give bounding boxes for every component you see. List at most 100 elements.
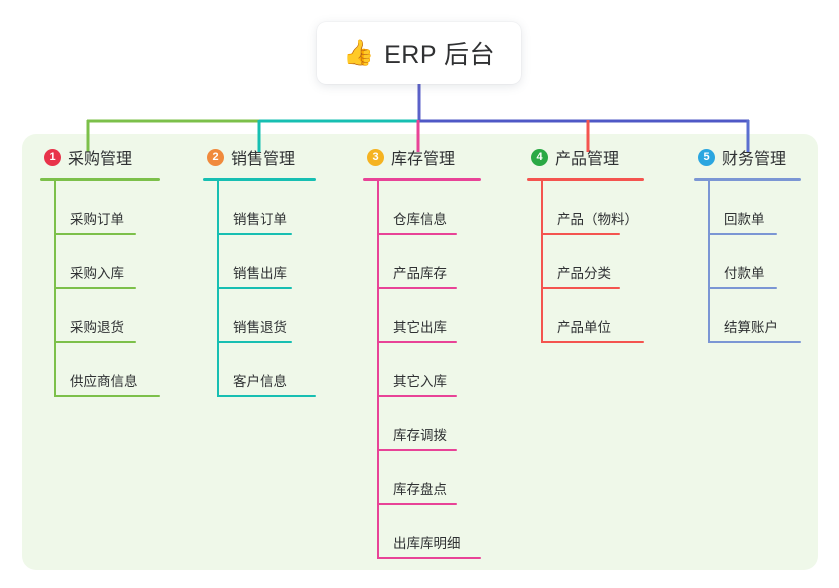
module-item[interactable]: 采购退货	[40, 289, 160, 343]
column-underline-4	[527, 178, 644, 181]
module-item[interactable]: 销售退货	[203, 289, 316, 343]
module-item[interactable]: 采购入库	[40, 235, 160, 289]
column-underline-5	[694, 178, 801, 181]
module-item[interactable]: 产品库存	[363, 235, 481, 289]
module-item-underline	[377, 557, 481, 559]
module-item-label: 仓库信息	[393, 212, 447, 228]
thumbs-up-icon: 👍	[342, 38, 375, 67]
module-item[interactable]: 其它出库	[363, 289, 481, 343]
column-stem-5	[708, 181, 710, 343]
module-item-underline	[541, 341, 644, 343]
modules-panel	[22, 134, 818, 570]
column-items-1: 采购订单采购入库采购退货供应商信息	[40, 181, 160, 397]
column-underline-1	[40, 178, 160, 181]
module-item-label: 采购订单	[70, 212, 124, 228]
column-underline-3	[363, 178, 481, 181]
module-item-label: 其它出库	[393, 320, 447, 336]
module-item-underline	[708, 233, 777, 235]
module-item-label: 结算账户	[724, 320, 778, 336]
root-node[interactable]: 👍 ERP 后台	[317, 22, 521, 84]
module-item-label: 产品库存	[393, 266, 447, 282]
module-item-label: 采购退货	[70, 320, 124, 336]
module-item-label: 付款单	[724, 266, 765, 282]
module-item-underline	[54, 395, 160, 397]
module-item[interactable]: 产品（物料）	[527, 181, 644, 235]
module-column-4: 4 产品管理产品（物料） 产品分类产品单位	[527, 144, 644, 343]
module-item-underline	[708, 341, 801, 343]
module-item[interactable]: 出库库明细	[363, 505, 481, 559]
module-item[interactable]: 产品分类	[527, 235, 644, 289]
module-item[interactable]: 客户信息	[203, 343, 316, 397]
module-item[interactable]: 供应商信息	[40, 343, 160, 397]
column-header-5[interactable]: 5 财务管理	[694, 144, 801, 170]
module-item-underline	[377, 341, 457, 343]
module-item-underline	[217, 395, 316, 397]
module-item[interactable]: 销售订单	[203, 181, 316, 235]
module-item[interactable]: 库存调拨	[363, 397, 481, 451]
module-item-label: 库存调拨	[393, 428, 447, 444]
column-badge-4: 4	[531, 148, 548, 166]
module-item-label: 产品（物料）	[557, 212, 638, 228]
module-item-label: 产品单位	[557, 320, 611, 336]
module-item-underline	[541, 233, 620, 235]
module-item-label: 供应商信息	[70, 374, 138, 390]
module-item[interactable]: 采购订单	[40, 181, 160, 235]
module-item-label: 库存盘点	[393, 482, 447, 498]
module-column-2: 2 销售管理销售订单销售出库销售退货客户信息	[203, 144, 316, 397]
module-item[interactable]: 付款单	[694, 235, 801, 289]
module-item-underline	[377, 503, 457, 505]
column-underline-2	[203, 178, 316, 181]
column-title-5: 财务管理	[722, 151, 787, 168]
module-item-label: 回款单	[724, 212, 765, 228]
module-item[interactable]: 销售出库	[203, 235, 316, 289]
module-item-underline	[377, 233, 457, 235]
column-title-3: 库存管理	[391, 151, 456, 168]
column-items-4: 产品（物料） 产品分类产品单位	[527, 181, 644, 343]
column-stem-1	[54, 181, 56, 397]
module-item-label: 销售订单	[233, 212, 287, 228]
column-stem-4	[541, 181, 543, 343]
module-item-underline	[377, 449, 457, 451]
column-title-2: 销售管理	[231, 151, 296, 168]
column-stem-2	[217, 181, 219, 397]
column-badge-1: 1	[44, 148, 61, 166]
module-item-label: 其它入库	[393, 374, 447, 390]
module-item[interactable]: 其它入库	[363, 343, 481, 397]
module-item-underline	[708, 287, 777, 289]
column-title-1: 采购管理	[68, 151, 133, 168]
module-item[interactable]: 仓库信息	[363, 181, 481, 235]
root-title: ERP 后台	[384, 41, 496, 69]
module-item-underline	[54, 287, 136, 289]
column-stem-3	[377, 181, 379, 559]
column-items-2: 销售订单销售出库销售退货客户信息	[203, 181, 316, 397]
module-item[interactable]: 库存盘点	[363, 451, 481, 505]
column-header-4[interactable]: 4 产品管理	[527, 144, 644, 170]
module-item-label: 销售出库	[233, 266, 287, 282]
column-items-3: 仓库信息产品库存其它出库其它入库库存调拨库存盘点出库库明细	[363, 181, 481, 559]
column-header-2[interactable]: 2 销售管理	[203, 144, 316, 170]
column-title-4: 产品管理	[555, 151, 620, 168]
column-header-1[interactable]: 1 采购管理	[40, 144, 160, 170]
module-item-label: 出库库明细	[393, 536, 461, 552]
module-column-5: 5 财务管理回款单付款单结算账户	[694, 144, 801, 343]
module-item-label: 客户信息	[233, 374, 287, 390]
column-items-5: 回款单付款单结算账户	[694, 181, 801, 343]
module-item[interactable]: 结算账户	[694, 289, 801, 343]
module-item[interactable]: 产品单位	[527, 289, 644, 343]
column-badge-5: 5	[698, 148, 715, 166]
module-item-underline	[54, 233, 136, 235]
module-item-underline	[377, 395, 457, 397]
module-item-underline	[217, 287, 292, 289]
module-item-underline	[541, 287, 620, 289]
module-item[interactable]: 回款单	[694, 181, 801, 235]
module-item-underline	[377, 287, 457, 289]
column-badge-2: 2	[207, 148, 224, 166]
module-column-1: 1 采购管理采购订单采购入库采购退货供应商信息	[40, 144, 160, 397]
module-item-label: 销售退货	[233, 320, 287, 336]
module-item-label: 采购入库	[70, 266, 124, 282]
module-item-label: 产品分类	[557, 266, 611, 282]
